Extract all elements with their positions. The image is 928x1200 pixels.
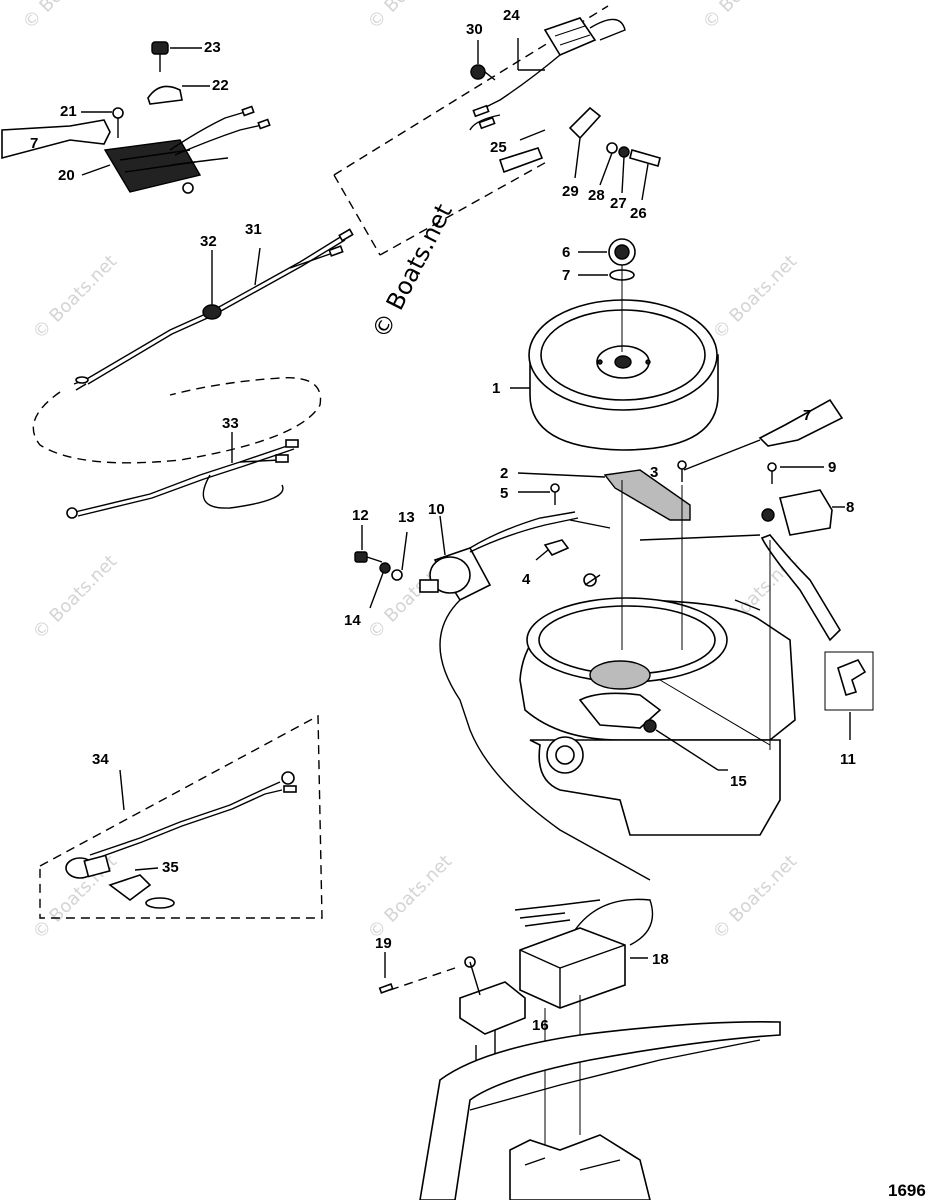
callout-15: 15 xyxy=(730,773,747,790)
callout-26: 26 xyxy=(630,205,647,222)
switch-group: 34 35 xyxy=(39,714,323,919)
stator-group: 15 xyxy=(519,480,796,836)
clamp xyxy=(147,85,183,105)
callout-33: 33 xyxy=(222,415,239,432)
watermark: © Boats.net xyxy=(29,551,121,643)
callout-16: 16 xyxy=(532,1017,549,1034)
switchbox-group: 18 16 17 19 xyxy=(375,898,781,1200)
watermark-main: © Boats.net xyxy=(366,200,457,343)
callout-11: 11 xyxy=(840,751,856,768)
watermark: © Boats.net xyxy=(709,851,801,943)
callout-30: 30 xyxy=(466,21,483,38)
regulator-body xyxy=(103,139,202,193)
callout-18: 18 xyxy=(652,951,669,968)
callout-6: 6 xyxy=(562,244,570,261)
coil-group: 10 12 13 14 xyxy=(344,501,651,881)
callout-7: 7 xyxy=(562,267,570,284)
flywheel-group: 6 7 1 xyxy=(492,238,719,451)
engine-block xyxy=(529,739,781,836)
callout-21: 21 xyxy=(60,103,77,120)
grommet xyxy=(202,304,222,320)
callout-20: 20 xyxy=(58,167,75,184)
callout-5: 5 xyxy=(500,485,508,502)
watermark: © Boats.net xyxy=(699,0,791,34)
regulator-wires xyxy=(169,111,263,166)
lower-cowl xyxy=(419,1020,781,1200)
tube-label-left: 7 xyxy=(30,135,38,152)
sealant-tube-right xyxy=(758,398,844,447)
callout-27: 27 xyxy=(610,195,627,212)
watermark: © Boats.net xyxy=(19,0,111,34)
mount-bracket xyxy=(459,981,526,1035)
switch-clip xyxy=(108,874,152,901)
sealant-tube-left xyxy=(1,119,111,160)
harness-dashed-loop xyxy=(32,377,322,464)
callout-2: 2 xyxy=(500,465,508,482)
callout-12: 12 xyxy=(352,507,369,524)
callout-8: 8 xyxy=(846,499,854,516)
clip xyxy=(543,539,570,556)
callout-9: 9 xyxy=(828,459,836,476)
callout-4: 4 xyxy=(522,571,531,588)
rectifier xyxy=(543,17,597,57)
watermark: © Boats.net xyxy=(364,0,456,34)
rectifier-dashed-box xyxy=(333,5,609,256)
callout-28: 28 xyxy=(588,187,605,204)
callout-19: 19 xyxy=(375,935,392,952)
spark-plug-lead xyxy=(760,534,842,642)
cowl-bracket xyxy=(509,1134,651,1200)
callout-25: 25 xyxy=(490,139,507,156)
spark-plug-boot-box xyxy=(824,651,874,711)
harness-33 xyxy=(74,444,291,513)
switch-box xyxy=(519,927,626,1009)
bracket xyxy=(603,469,691,521)
callout-29: 29 xyxy=(562,183,579,200)
rectifier-group: 24 30 25 29 28 27 26 xyxy=(333,5,661,256)
callout-35: 35 xyxy=(162,859,179,876)
harness-group: 32 31 33 xyxy=(32,221,354,519)
watermark: © Boats.net xyxy=(29,251,121,343)
coil-8 xyxy=(779,489,833,536)
callout-1: 1 xyxy=(492,380,500,397)
fuse-holder xyxy=(568,106,602,140)
switch-dashed-box xyxy=(39,714,323,919)
callout-3: 3 xyxy=(650,464,658,481)
callout-32: 32 xyxy=(200,233,217,250)
regulator-group: 7 21 22 23 20 xyxy=(1,39,271,194)
callout-34: 34 xyxy=(92,751,109,768)
callout-14: 14 xyxy=(344,612,361,629)
figure-number: 1696 xyxy=(888,1181,926,1200)
callout-10: 10 xyxy=(428,501,445,518)
callout-22: 22 xyxy=(212,77,229,94)
switch-lead xyxy=(89,789,266,861)
callout-31: 31 xyxy=(245,221,262,238)
callout-13: 13 xyxy=(398,509,415,526)
callout-24: 24 xyxy=(503,7,520,24)
callout-23: 23 xyxy=(204,39,221,56)
trigger-group: 7 2 3 5 4 8 9 11 xyxy=(500,398,874,768)
spark-plug-boot xyxy=(837,659,867,696)
watermark: © Boats.net xyxy=(709,251,801,343)
tube-label-right: 7 xyxy=(803,407,811,424)
fuse xyxy=(498,147,544,174)
watermark: © Boats.net xyxy=(364,851,456,943)
